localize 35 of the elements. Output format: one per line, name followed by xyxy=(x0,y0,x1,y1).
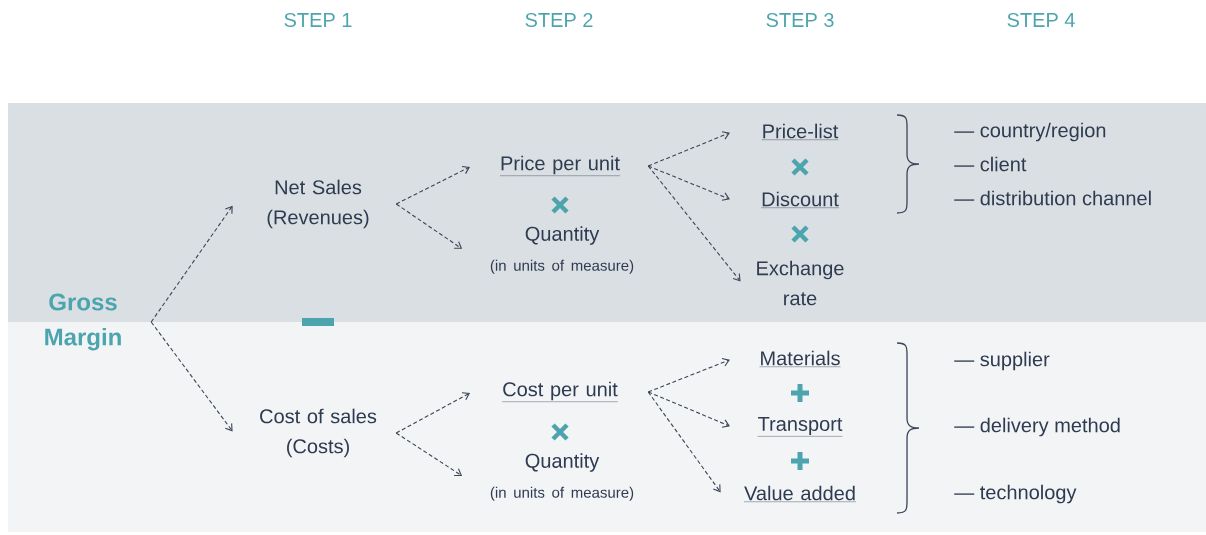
arrow xyxy=(395,203,463,249)
list-item: — country/region xyxy=(954,122,1106,142)
step-heading: STEP 4 xyxy=(1007,12,1075,28)
node-text: Net Sales (Revenues) xyxy=(267,179,369,229)
node-text: Quantity (in units of measure) xyxy=(490,226,634,274)
arrow xyxy=(647,131,730,167)
arrow xyxy=(647,391,721,493)
node-text: Quantity (in units of measure) xyxy=(490,453,634,501)
arrow xyxy=(395,165,470,205)
step-heading: STEP 2 xyxy=(525,12,593,28)
arrow xyxy=(647,391,730,428)
node-text: Discount xyxy=(760,191,840,208)
step-heading: STEP 3 xyxy=(766,12,834,28)
arrow xyxy=(647,165,741,282)
node-text: Transport xyxy=(757,417,843,437)
node-text: Materials xyxy=(759,350,841,367)
step-heading: STEP 1 xyxy=(284,12,352,28)
arrow xyxy=(395,432,463,476)
node-text: Cost of sales (Costs) xyxy=(260,408,377,458)
node-text: Price per unit xyxy=(499,155,621,176)
arrow xyxy=(647,358,730,393)
arrow xyxy=(150,205,233,323)
arrow xyxy=(150,321,233,432)
list-item: — distribution channel xyxy=(954,190,1151,206)
node-text: Cost per unit xyxy=(502,381,618,402)
list-item: — technology xyxy=(954,484,1077,504)
node-text: Exchange rate xyxy=(757,260,844,306)
arrow xyxy=(647,165,730,201)
list-item: — delivery method xyxy=(954,417,1120,437)
node-text: Value added xyxy=(743,485,857,502)
arrow xyxy=(395,392,471,434)
list-item: — client xyxy=(954,156,1027,172)
heading-text: Gross Margin xyxy=(45,293,121,351)
node-text: Price-list xyxy=(761,123,839,140)
list-item: — supplier xyxy=(954,351,1050,371)
